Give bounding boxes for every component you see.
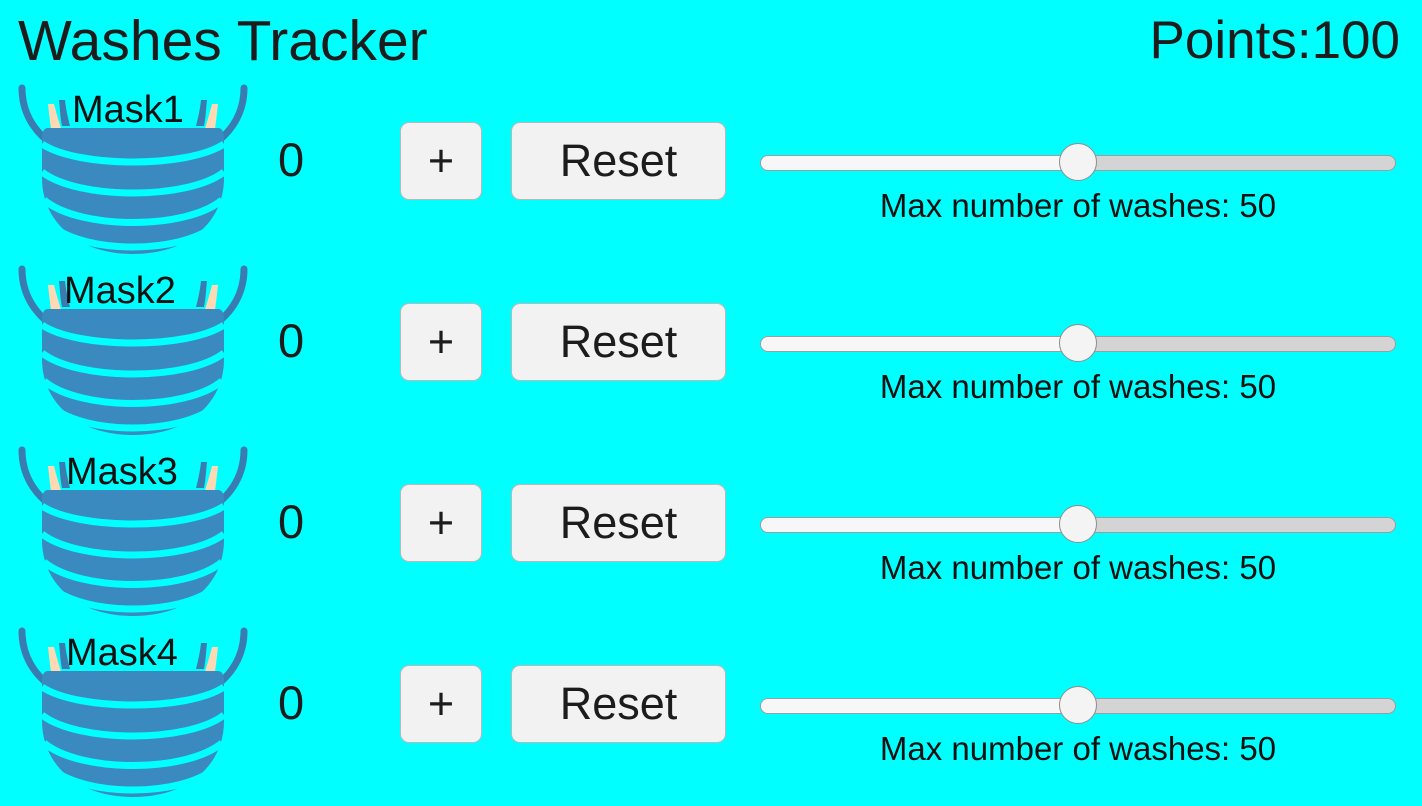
points-display: Points:100 xyxy=(1150,6,1400,76)
mask-label: Mask2 xyxy=(64,270,176,312)
increment-button[interactable]: + xyxy=(400,122,482,200)
face-mask-icon xyxy=(8,82,258,257)
reset-button[interactable]: Reset xyxy=(511,665,726,743)
max-washes-caption: Max number of washes: 50 xyxy=(879,549,1277,586)
increment-button[interactable]: + xyxy=(400,303,482,381)
wash-count: 0 xyxy=(278,314,305,367)
mask-row: Mask2 0 + Reset Max number of washes: 50 xyxy=(0,263,1422,444)
page-title: Washes Tracker xyxy=(18,9,428,73)
points-label: Points: xyxy=(1149,11,1312,70)
face-mask-icon xyxy=(8,444,258,619)
wash-count: 0 xyxy=(278,495,305,548)
face-mask-icon xyxy=(8,625,258,800)
max-washes-slider[interactable] xyxy=(760,505,1396,543)
mask-label: Mask4 xyxy=(66,632,178,674)
max-washes-caption: Max number of washes: 50 xyxy=(879,730,1277,767)
wash-count: 0 xyxy=(278,133,305,186)
wash-count: 0 xyxy=(278,676,305,729)
max-washes-slider[interactable] xyxy=(760,324,1396,362)
slider-thumb[interactable] xyxy=(1059,143,1097,181)
reset-button[interactable]: Reset xyxy=(511,303,726,381)
app-header: Washes Tracker Points:100 xyxy=(0,0,1422,82)
slider-thumb[interactable] xyxy=(1059,686,1097,724)
slider-fill xyxy=(761,337,1078,351)
mask-label: Mask1 xyxy=(72,89,184,131)
mask-row: Mask1 0 + Reset Max number of washes: 50 xyxy=(0,82,1422,263)
slider-thumb[interactable] xyxy=(1059,505,1097,543)
face-mask-icon xyxy=(8,263,258,438)
mask-row: Mask4 0 + Reset Max number of washes: 50 xyxy=(0,625,1422,806)
increment-button[interactable]: + xyxy=(400,665,482,743)
slider-fill xyxy=(761,699,1078,713)
max-washes-caption: Max number of washes: 50 xyxy=(879,187,1277,224)
slider-thumb[interactable] xyxy=(1059,324,1097,362)
slider-fill xyxy=(761,518,1078,532)
max-washes-slider[interactable] xyxy=(760,686,1396,724)
max-washes-caption: Max number of washes: 50 xyxy=(879,368,1277,405)
increment-button[interactable]: + xyxy=(400,484,482,562)
slider-fill xyxy=(761,156,1078,170)
points-value: 100 xyxy=(1311,11,1400,70)
mask-row: Mask3 0 + Reset Max number of washes: 50 xyxy=(0,444,1422,625)
reset-button[interactable]: Reset xyxy=(511,484,726,562)
max-washes-slider[interactable] xyxy=(760,143,1396,181)
reset-button[interactable]: Reset xyxy=(511,122,726,200)
mask-label: Mask3 xyxy=(66,451,178,493)
